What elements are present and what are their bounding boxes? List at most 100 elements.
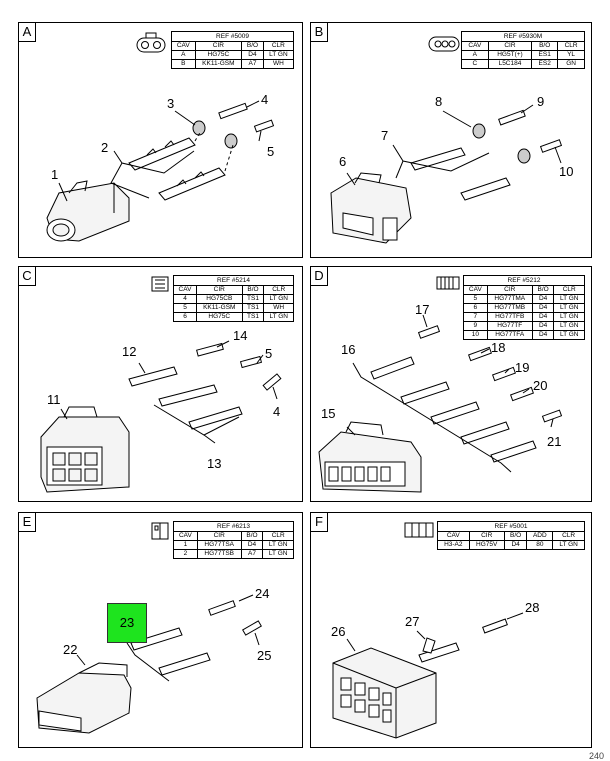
callout: 22 [63,642,78,657]
connector-icon [404,522,434,538]
callout: 9 [537,94,545,109]
callout: 10 [559,164,574,179]
connector-icon [151,522,169,540]
callout: 13 [207,456,222,471]
ref-title: REF #5212 [463,275,585,285]
callout: 4 [273,404,281,419]
connector-body [46,180,130,242]
ref-title: REF #6213 [173,521,294,531]
callout: 27 [405,614,420,629]
callout: 2 [101,140,109,155]
callout: 5 [267,144,275,159]
callout: 28 [525,600,540,615]
callout: 18 [491,340,506,355]
callout: 17 [415,302,430,317]
panel-letter: A [19,23,36,42]
callout: 7 [381,128,389,143]
panel-e-drawing [36,522,262,734]
panel-letter: B [311,23,328,42]
callout: 14 [233,328,248,343]
panel-c-drawing [40,276,282,493]
callout: 24 [255,586,270,601]
panel-a: A [18,22,303,258]
callout: 12 [122,344,137,359]
callout: 15 [321,406,336,421]
callout: 20 [533,378,548,393]
panel-letter: F [311,513,328,532]
panel-d: D [310,266,592,502]
terminal-group [128,137,226,201]
highlight-box: 23 [107,603,147,643]
terminal-group [370,325,563,463]
callout: 26 [331,624,346,639]
ref-title: REF #5009 [171,31,294,41]
callout: 8 [435,94,443,109]
panel-letter: C [19,267,36,286]
callout: 1 [51,167,59,182]
callout: 6 [339,154,347,169]
connector-icon [136,32,166,53]
ref-title: REF #5930M [461,31,585,41]
callout: 5 [265,346,273,361]
panel-b-drawing [330,36,563,244]
connector-body [40,406,130,493]
callout: 25 [257,648,272,663]
terminal-group [410,147,511,201]
callout: 11 [47,392,61,407]
callout: 16 [341,342,356,357]
callout: 19 [515,360,530,375]
terminal-group [128,342,282,430]
panel-letter: D [311,267,328,286]
callout: 4 [261,92,269,107]
callout: 21 [547,434,562,449]
terminal-group [130,600,262,676]
callout: 3 [167,96,175,111]
ref-title: REF #5001 [437,521,585,531]
connector-body [318,421,422,493]
panel-a-drawing [46,32,275,242]
terminal-group [418,618,508,663]
connector-icon [436,276,460,290]
page-footer: 240 [588,751,604,761]
panel-d-drawing [318,276,563,493]
panel-letter: E [19,513,36,532]
connector-icon [151,276,169,292]
connector-icon [428,36,460,52]
connector-body [332,647,437,739]
panel-f-drawing [332,522,524,739]
callout: 23 [119,615,135,630]
ref-title: REF #5214 [173,275,294,285]
connector-body [330,172,412,244]
